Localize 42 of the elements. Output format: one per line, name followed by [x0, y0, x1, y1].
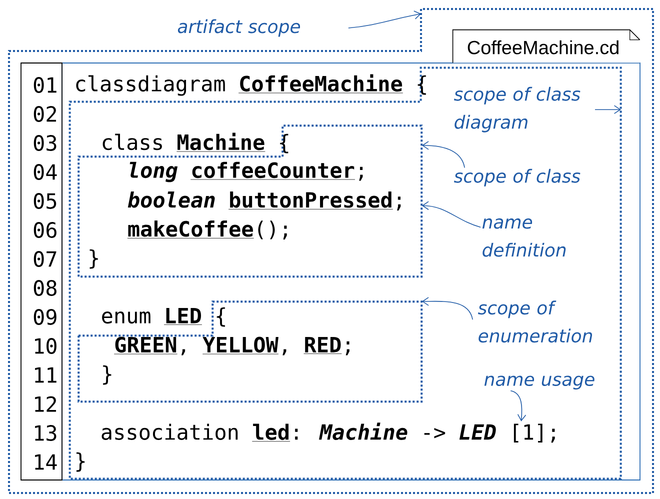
line-number: 02	[34, 106, 56, 122]
line-number: 13	[35, 425, 56, 441]
code-line: boolean buttonPressed;	[128, 192, 401, 210]
scope-outline	[78, 124, 423, 278]
scope-outline	[8, 8, 654, 494]
code-line: makeCoffee();	[127, 220, 287, 240]
arrow	[348, 10, 422, 28]
code-line: association led: Machine -> LED [1];	[102, 422, 555, 443]
code-line: GREEN, YELLOW, RED;	[114, 336, 350, 356]
node-label: CoffeeMachine.cd	[468, 40, 618, 54]
code-line: }	[76, 452, 85, 472]
annotation-text: name definition	[482, 218, 566, 257]
annotation-text: scope of class	[454, 168, 580, 186]
line-number: 06	[34, 222, 56, 238]
line-number: 11	[35, 367, 56, 383]
file-tab: CoffeeMachine.cd	[452, 29, 640, 64]
code-line: class Machine {	[102, 132, 288, 154]
line-number: 04	[34, 164, 57, 180]
line-number: 10	[35, 338, 56, 354]
code-line: long coffeeCounter;	[130, 162, 363, 182]
line-number: 08	[34, 280, 56, 296]
line-number: 12	[35, 396, 56, 412]
arrow	[510, 390, 526, 422]
line-number: 07	[34, 251, 56, 267]
annotation-text: name usage	[484, 376, 594, 390]
code-line: }	[90, 249, 98, 269]
code-line: }	[103, 365, 112, 385]
arrow	[422, 201, 481, 228]
arrow	[422, 297, 473, 320]
arrow	[422, 141, 465, 168]
line-number: 09	[34, 309, 56, 325]
code-line: enum LED {	[102, 307, 225, 327]
annotation-text: scope of class diagram	[454, 86, 580, 132]
code-line: classdiagram CoffeeMachine {	[76, 74, 426, 96]
line-number: 01	[34, 77, 56, 93]
line-number: 14	[35, 454, 57, 470]
arrow	[594, 105, 621, 114]
line-number: 03	[34, 135, 56, 151]
line-number: 05	[34, 193, 56, 209]
scope-outline	[78, 300, 423, 403]
annotation-text: scope of enumeration	[478, 300, 592, 343]
annotation-text: artifact scope	[178, 19, 300, 37]
